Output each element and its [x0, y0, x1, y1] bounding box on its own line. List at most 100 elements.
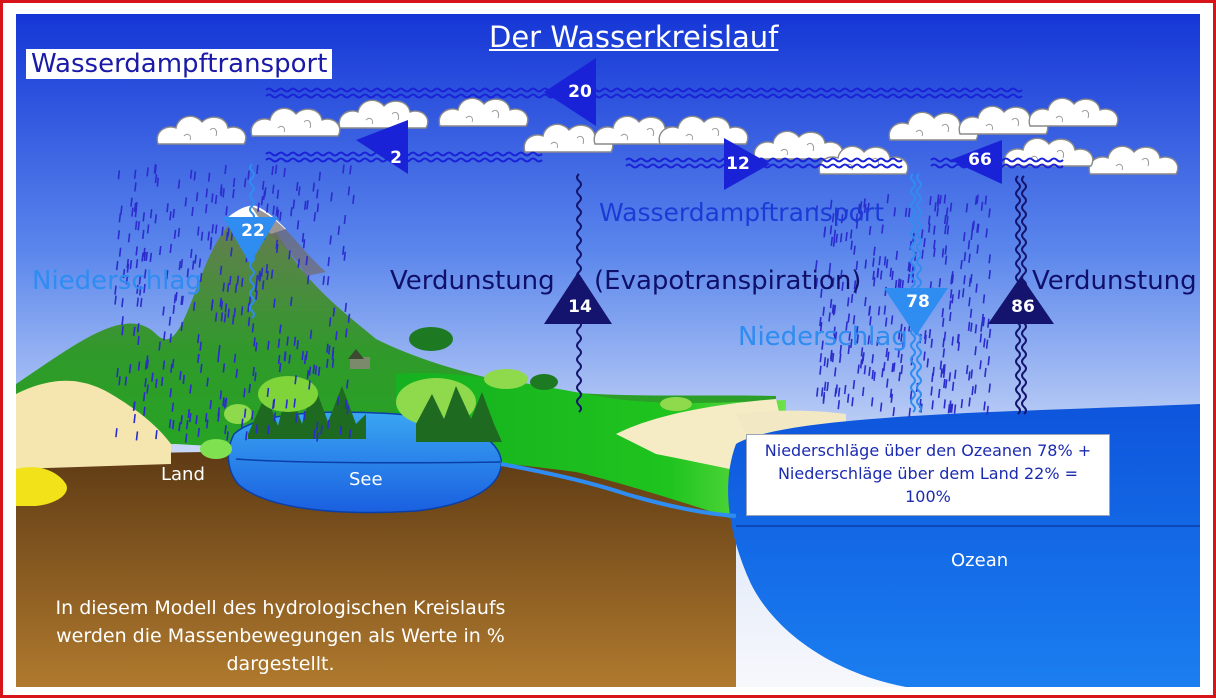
- bush-1: [409, 327, 453, 351]
- rain-drop: [815, 205, 818, 215]
- rain-drop: [951, 381, 955, 391]
- rain-drop: [200, 231, 204, 241]
- rain-drop: [975, 283, 978, 293]
- rain-drop: [822, 391, 826, 402]
- rain-drop: [838, 353, 842, 363]
- rain-drop: [945, 207, 949, 217]
- rain-drop: [854, 284, 858, 294]
- rain-drop: [848, 331, 851, 341]
- rain-drop: [169, 211, 172, 221]
- rain-drop: [301, 351, 305, 361]
- rain-drop: [938, 278, 942, 288]
- rain-drop: [192, 301, 196, 311]
- yellow-field: [16, 467, 67, 506]
- rain-drop: [248, 383, 251, 394]
- rain-drop: [293, 336, 297, 346]
- precipitation-note-box: Niederschläge über den Ozeanen 78% + Nie…: [746, 434, 1110, 516]
- rain-drop: [965, 203, 969, 213]
- bush-5: [200, 439, 232, 459]
- rain-drop: [936, 194, 940, 204]
- rain-drop: [833, 304, 837, 314]
- rain-drop: [180, 321, 184, 332]
- rain-drop: [149, 209, 153, 219]
- rain-drop: [136, 297, 140, 307]
- rain-drop: [969, 308, 973, 318]
- rain-drop: [317, 366, 321, 376]
- rain-drop: [346, 405, 350, 415]
- rain-drop: [296, 340, 299, 350]
- rain-drop: [222, 282, 225, 292]
- rain-drop: [828, 312, 831, 322]
- rain-drop: [974, 384, 977, 394]
- rain-drop: [211, 193, 214, 203]
- rain-drop: [963, 252, 967, 262]
- soil: [16, 452, 736, 687]
- rain-drop: [983, 338, 986, 348]
- rain-drop: [195, 415, 198, 425]
- rain-drop: [305, 256, 309, 266]
- rain-drop: [133, 413, 136, 424]
- note-line-2: Niederschläge über dem Land 22% =: [777, 464, 1079, 483]
- rain-drop: [219, 297, 222, 307]
- rain-drop: [837, 400, 841, 410]
- forest-right: [396, 378, 502, 442]
- rain-drop: [206, 377, 209, 387]
- rain-drop: [988, 269, 991, 280]
- rain-drop: [275, 239, 279, 249]
- rain-drop: [939, 360, 943, 370]
- rain-drop: [230, 231, 234, 241]
- rain-drop: [283, 351, 287, 361]
- rain-drop: [891, 270, 894, 281]
- rain-drop: [181, 295, 184, 305]
- rain-drop: [134, 220, 138, 230]
- rain-drop: [871, 369, 875, 380]
- rain-drop: [948, 300, 952, 310]
- rain-drop: [126, 258, 130, 269]
- rain-drop: [821, 340, 824, 350]
- lake-surface: [235, 458, 501, 464]
- rain-drop: [861, 386, 865, 397]
- rain-drop: [943, 214, 947, 225]
- rain-drop: [881, 368, 884, 378]
- rain-drop: [231, 315, 235, 325]
- rain-drop: [984, 195, 988, 205]
- rain-drop: [290, 207, 293, 217]
- rain-drop: [283, 167, 286, 178]
- rain-drop: [819, 353, 823, 363]
- rain-drop: [336, 396, 340, 406]
- rain-drop: [816, 387, 819, 397]
- rain-drop: [265, 263, 269, 274]
- rain-drop: [142, 392, 146, 402]
- rain-drop: [318, 171, 322, 181]
- rain-drop: [897, 278, 901, 288]
- sand-left: [16, 380, 171, 469]
- rain-drop: [860, 211, 864, 221]
- rain-drop: [171, 402, 175, 412]
- rain-drop: [879, 270, 883, 280]
- rain-drop: [298, 186, 301, 196]
- rain-drop: [962, 232, 966, 242]
- rain-drop: [165, 270, 169, 280]
- rain-drop: [207, 231, 210, 241]
- rain-drop: [121, 316, 124, 326]
- rain-drop: [856, 334, 859, 344]
- rain-drop: [253, 337, 256, 347]
- rain-drop: [234, 283, 238, 293]
- rain-drop: [949, 289, 953, 299]
- rain-drop: [313, 429, 316, 439]
- bush-4: [660, 397, 692, 411]
- rain-drop: [136, 323, 140, 333]
- arrow-up-86: [988, 276, 1054, 324]
- rain-drop: [960, 260, 963, 270]
- rain-drop: [134, 182, 137, 192]
- rain-drop: [329, 235, 332, 245]
- rain-drop: [898, 372, 901, 382]
- rain-drop: [852, 315, 856, 325]
- rain-drop: [948, 400, 952, 410]
- rain-drop: [184, 433, 188, 443]
- rain-drop: [143, 283, 146, 294]
- rain-drop: [827, 269, 831, 279]
- rain-drop: [863, 365, 867, 375]
- rain-drop: [129, 259, 133, 270]
- rain-drop: [243, 408, 247, 418]
